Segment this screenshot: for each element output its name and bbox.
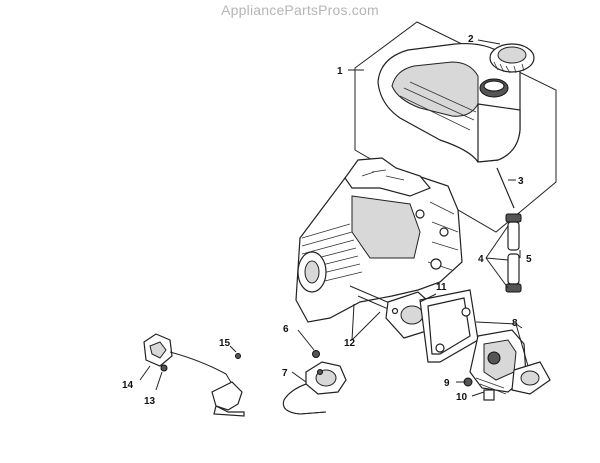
- callout-2: 2: [468, 34, 474, 45]
- callout-3: 3: [518, 176, 524, 187]
- engine-block: [295, 157, 463, 323]
- carburetor-gasket[interactable]: [511, 361, 551, 395]
- leader-lines: [139, 39, 529, 397]
- fuel-line-connector[interactable]: [496, 167, 515, 209]
- governor-screw[interactable]: [235, 353, 241, 359]
- carburetor-gasket-plate[interactable]: [419, 289, 479, 363]
- callout-15: 15: [219, 338, 231, 349]
- callout-9: 9: [444, 378, 450, 389]
- callout-12: 12: [344, 338, 356, 349]
- callout-4: 4: [478, 254, 484, 265]
- fuel-pump[interactable]: [305, 361, 347, 395]
- callout-11: 11: [436, 282, 447, 293]
- fuel-cap[interactable]: [489, 43, 535, 74]
- fuel-tank[interactable]: [377, 42, 521, 163]
- fuel-pump-hose[interactable]: [282, 383, 327, 415]
- callout-10: 10: [456, 392, 468, 403]
- callout-7: 7: [282, 368, 288, 379]
- carburetor[interactable]: [469, 329, 527, 401]
- callout-14: 14: [122, 380, 134, 391]
- fuel-tank-neck: [479, 78, 509, 98]
- callout-13: 13: [144, 396, 156, 407]
- fuel-line-hoses[interactable]: [505, 213, 522, 293]
- fuel-pump-screw[interactable]: [312, 350, 320, 358]
- callout-5: 5: [526, 254, 532, 265]
- governor-nut[interactable]: [160, 364, 168, 372]
- callout-1: 1: [337, 66, 343, 77]
- callout-6: 6: [283, 324, 289, 335]
- fuel-tank-group-box: [354, 21, 557, 233]
- watermark: AppliancePartsPros.com: [221, 2, 379, 18]
- governor-control[interactable]: [143, 333, 245, 417]
- callout-8: 8: [512, 318, 518, 329]
